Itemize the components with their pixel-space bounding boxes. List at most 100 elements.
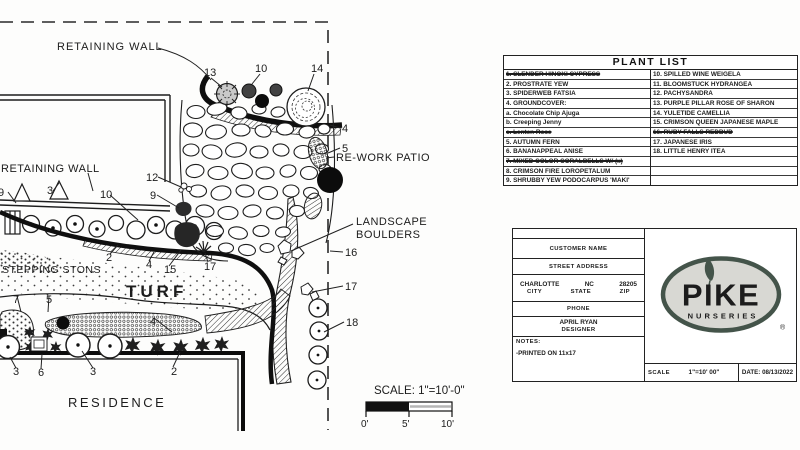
wall-posts: [4, 179, 69, 235]
plant-symbols-top: [214, 81, 326, 127]
callout-label: 2: [106, 252, 112, 264]
residence-wall: [0, 351, 245, 431]
customer-name-row: CUSTOMER NAME: [513, 238, 644, 258]
callout-label: 5: [46, 294, 52, 306]
logo-subtitle-text: NURSERIES: [687, 312, 758, 321]
residence-label: RESIDENCE: [68, 395, 166, 410]
street-address-label: STREET ADDRESS: [548, 263, 609, 270]
stepping-stones: [0, 332, 123, 360]
plant-list-item: 6. BANANAPPEAL ANISE: [504, 146, 650, 156]
corner-plant-cluster: [174, 182, 212, 253]
city-state-zip-row: CHARLOTTE NC 28205 CITY STATE ZIP: [513, 274, 644, 301]
plant-list-item: 10. SPILLED WINE WEIGELA: [653, 71, 741, 78]
plant-list-item: a. Chocolate Chip Ajuga: [504, 107, 650, 118]
notes-row: NOTES: -PRINTED ON 11x17: [513, 336, 644, 381]
shrub-column-right: [307, 298, 329, 390]
date-cell: DATE: 08/13/2022: [739, 364, 796, 381]
landscape-boulders-label-2: BOULDERS: [356, 229, 421, 241]
patio-flagstones: [179, 99, 336, 262]
designer-value: APRIL RYAN: [559, 318, 598, 326]
callout-label: 12: [146, 172, 158, 184]
landscape-boulders: [277, 239, 320, 302]
leaf-icon: [704, 258, 714, 286]
city-label: CITY: [527, 289, 543, 295]
retaining-wall-left-label: RETAINING WALL: [1, 163, 100, 175]
plant-list-item: 18. LITTLE HENRY ITEA: [651, 146, 797, 156]
plant-list-item: 16. RUBY FALLS REDBUD: [651, 127, 797, 137]
date-value: DATE: 08/13/2022: [741, 369, 794, 376]
registered-mark: ®: [780, 324, 786, 332]
plant-list-item: 5. AUTUMN FERN: [504, 136, 650, 147]
site-plan-drawing: RETAINING WALL RETAINING WALL RE-WORK PA…: [0, 21, 465, 431]
callout-label: 14: [311, 63, 323, 75]
property-line: [0, 21, 329, 430]
notes-value: -PRINTED ON 11x17: [516, 350, 576, 357]
callout-label: 3: [90, 366, 96, 378]
plant-list-title: PLANT LIST: [504, 56, 797, 70]
callout-label: 17: [345, 281, 357, 293]
notes-label: NOTES:: [516, 339, 541, 345]
callout-label: 5: [342, 143, 348, 155]
plant-list-item: [651, 175, 797, 185]
callout-label: 15: [164, 264, 176, 276]
title-block-info-column: CUSTOMER NAME STREET ADDRESS CHARLOTTE N…: [513, 229, 645, 381]
scale-bar-label: SCALE: 1"=10'-0": [374, 385, 465, 397]
scale-bar: SCALE: 1"=10'-0" 0' 5' 10': [361, 385, 465, 430]
leader-lines: [7, 47, 354, 370]
callout-label: 18: [346, 317, 358, 329]
plant-list-item: 8. CRIMSON FIRE LOROPETALUM: [504, 165, 650, 176]
zip-value: 28205: [619, 281, 637, 288]
pike-nurseries-logo: PIKE NURSERIES ®: [660, 256, 786, 333]
callout-label: 3: [13, 366, 19, 378]
street-address-row: STREET ADDRESS: [513, 258, 644, 274]
logo-brand-text: PIKE: [681, 278, 759, 313]
stepping-stones-label: STEPPING STONS: [2, 264, 101, 276]
plant-list-item: [651, 165, 797, 176]
plant-list-item: 1. SLENDER HINOKI CYPRESS: [506, 71, 601, 78]
plant-list-item: 15. CRIMSON QUEEN JAPANESE MAPLE: [651, 117, 797, 127]
callout-label: 3: [47, 185, 53, 197]
scale-tick-10: 10': [441, 419, 454, 430]
scale-label: SCALE: [648, 369, 670, 376]
callout-label: 7: [13, 294, 19, 306]
landscape-boulders-label-1: LANDSCAPE: [356, 216, 427, 228]
callout-label: 4: [146, 259, 152, 271]
callout-label: 10: [100, 189, 112, 201]
customer-name-field: [513, 229, 644, 238]
designer-label: DESIGNER: [561, 326, 596, 333]
state-value: NC: [584, 281, 594, 288]
customer-name-label: CUSTOMER NAME: [549, 245, 608, 252]
callout-label: 9: [0, 187, 4, 199]
scale-tick-0: 0': [361, 419, 369, 430]
rework-patio-label: RE-WORK PATIO: [336, 152, 430, 164]
plant-list-item: 4. GROUNDCOVER:: [504, 98, 650, 108]
title-block: CUSTOMER NAME STREET ADDRESS CHARLOTTE N…: [512, 228, 797, 382]
plant-list-item: [651, 156, 797, 166]
plant-list-item: 2. PROSTRATE YEW: [504, 78, 650, 89]
turf-label: TURF: [126, 282, 187, 301]
plant-list-item: 3. SPIDERWEB FATSIA: [504, 88, 650, 98]
callout-label: 17: [204, 261, 216, 273]
plant-list-item: 11. BLOOMSTUCK HYDRANGEA: [651, 78, 797, 89]
callout-label: 4: [150, 316, 156, 328]
scale-cell: SCALE 1"=10' 00": [645, 364, 739, 381]
callout-label: 4: [342, 123, 348, 135]
callout-label: 2: [171, 366, 177, 378]
plan-callouts: 13 10 14 4 5 12 9 9 3 10 2 4 15 17 16 17…: [0, 63, 358, 379]
zip-label: ZIP: [619, 289, 630, 295]
callout-label: 16: [345, 247, 357, 259]
plant-list-item: 14. YULETIDE CAMELLIA: [651, 107, 797, 118]
turf-groundcover-texture: [0, 250, 261, 351]
plant-list-item: 13. PURPLE PILLAR ROSE OF SHARON: [651, 98, 797, 108]
plan-labels: RETAINING WALL RETAINING WALL RE-WORK PA…: [1, 41, 430, 410]
title-block-logo-column: PIKE NURSERIES ® SCALE 1"=10' 00" DATE: …: [645, 229, 796, 381]
scale-value: 1"=10' 00": [688, 369, 720, 376]
bed-edges: [0, 196, 299, 385]
plant-list-item: b. Creeping Jenny: [504, 117, 650, 127]
plant-list-item: c. Lenten Rose: [504, 127, 650, 137]
logo-cell: PIKE NURSERIES ®: [645, 229, 796, 363]
